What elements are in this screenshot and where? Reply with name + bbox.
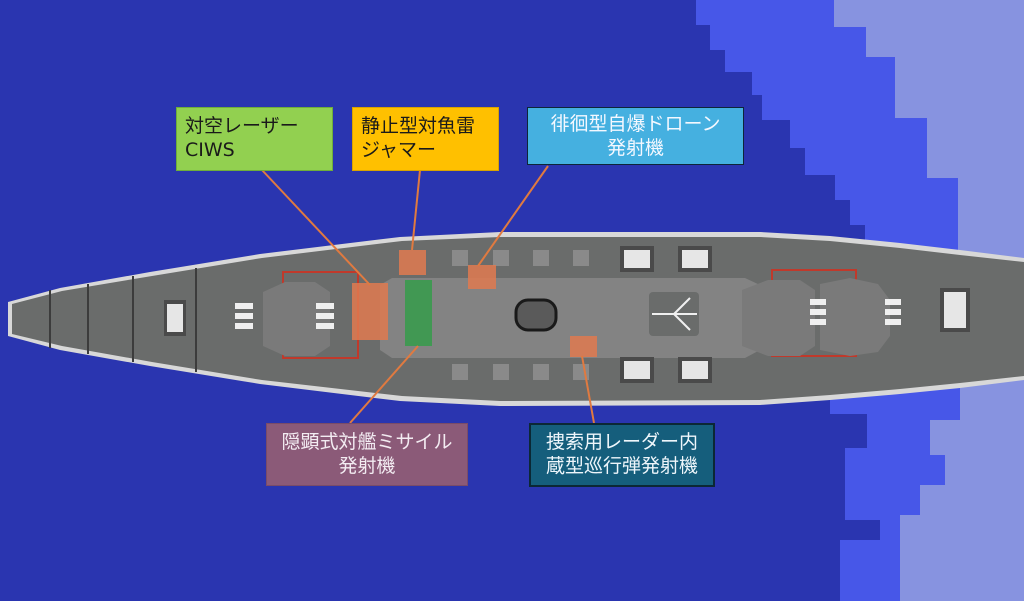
water-shallow [834,0,1024,601]
leader-lines [261,165,595,424]
radar-cruise-missile-highlight [570,336,597,357]
helipad [649,292,699,336]
deck-boxes-inner [624,250,708,379]
label-ciws-line2: CIWS [185,139,235,161]
label-ciws-line1: 対空レーザー [185,115,299,137]
ciws-highlight [352,283,388,340]
label-radar-cruise-missile: 捜索用レーダー内 蔵型巡行弾発射機 [529,423,715,487]
hull-seams [49,268,197,372]
label-stealth-missile-line1: 隠顕式対艦ミサイル [281,431,453,453]
label-stealth-missile-line2: 発射機 [338,455,396,477]
aft-turrets [742,269,901,357]
label-ciws: 対空レーザー CIWS [176,107,333,171]
label-radar-cruise-missile-line2: 蔵型巡行弾発射機 [545,455,698,477]
label-drone-launcher: 徘徊型自爆ドローン 発射機 [527,107,744,165]
label-stealth-missile: 隠顕式対艦ミサイル 発射機 [266,423,468,486]
stealth-missile-highlight [405,280,432,346]
bridge-structure [514,298,558,332]
secondary-mounts [452,250,589,380]
label-torpedo-jammer-line2: ジャマー [361,139,437,161]
label-torpedo-jammer-line1: 静止型対魚雷 [361,115,476,137]
label-drone-launcher-line1: 徘徊型自爆ドローン [550,113,721,135]
label-radar-cruise-missile-line1: 捜索用レーダー内 [545,431,698,453]
torpedo-jammer-highlight [399,250,426,275]
drone-launcher-highlight [468,265,496,289]
label-torpedo-jammer: 静止型対魚雷 ジャマー [352,107,499,171]
forward-turret [235,271,359,359]
bow-structure [164,288,970,336]
label-drone-launcher-line2: 発射機 [606,137,664,159]
